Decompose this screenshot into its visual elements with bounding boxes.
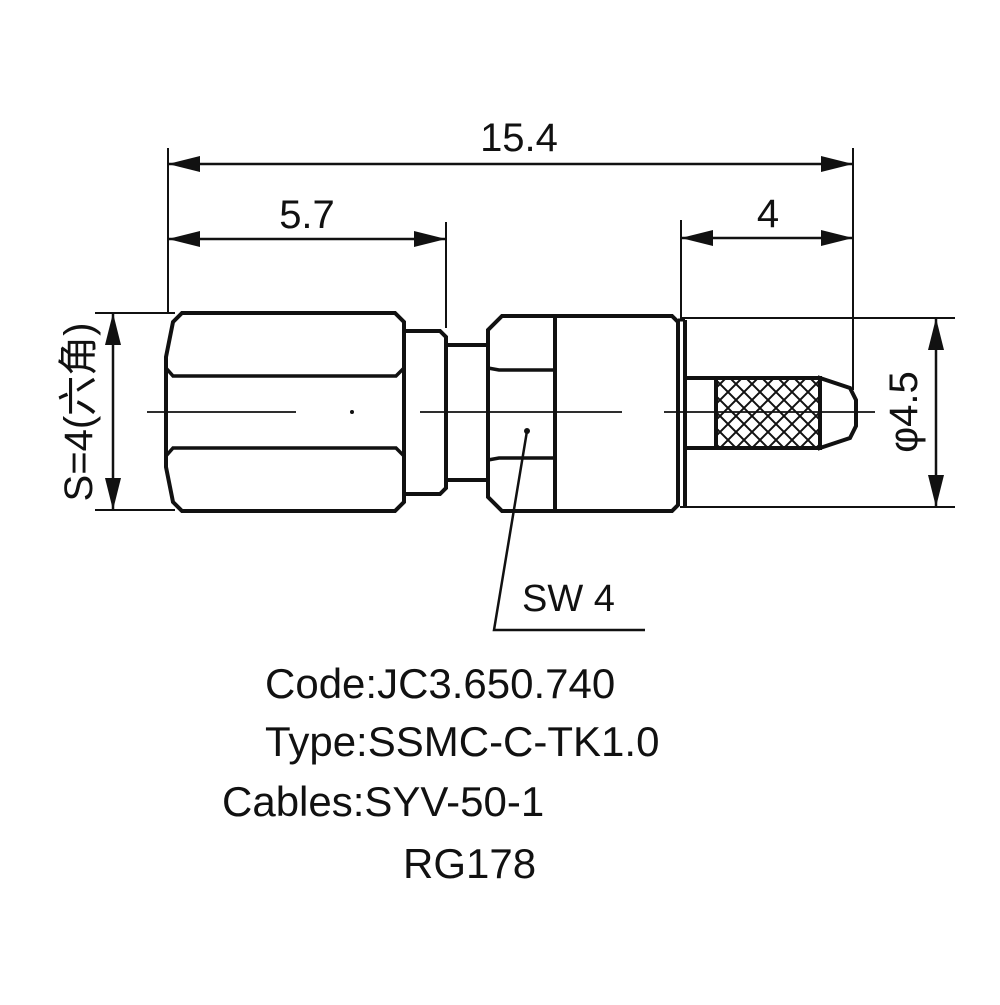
centerline — [147, 410, 875, 414]
hex-flat-line-top — [164, 366, 406, 378]
leader-line — [492, 430, 645, 632]
main-body — [553, 314, 680, 513]
arrow-right — [821, 156, 853, 172]
sleeve-tip — [818, 375, 858, 451]
dim-hex-label: S=4(六角) — [57, 323, 101, 502]
arrow-left — [168, 156, 200, 172]
knurled-sleeve — [714, 376, 822, 450]
dimension-nut: 5.7 — [168, 193, 447, 328]
hex-flat-line-bottom — [164, 446, 406, 458]
wrench-callout: SW 4 — [492, 428, 645, 632]
body-hex-flat-bottom — [487, 456, 555, 462]
arrow-down — [928, 475, 944, 507]
spec-code: Code:JC3.650.740 — [265, 660, 615, 707]
wrench-size-label: SW 4 — [522, 578, 615, 620]
spec-cables-alt: RG178 — [403, 840, 536, 887]
body-hex-flat-top — [487, 366, 555, 372]
arrow-down — [105, 478, 121, 510]
arrow-up — [928, 318, 944, 350]
spec-block: Code:JC3.650.740 Type:SSMC-C-TK1.0 Cable… — [222, 660, 659, 887]
dimension-diameter: φ4.5 — [680, 317, 955, 508]
dimension-hex: S=4(六角) — [57, 312, 175, 511]
dimension-pin: 4 — [680, 192, 853, 318]
arrow-left — [681, 230, 713, 246]
ferrule-base — [683, 376, 718, 450]
arrow-right — [821, 230, 853, 246]
dim-nut-label: 5.7 — [279, 193, 335, 237]
arrow-right — [414, 231, 446, 247]
dim-overall-label: 15.4 — [480, 116, 558, 160]
dim-pin-label: 4 — [757, 192, 779, 236]
body-hex — [486, 314, 557, 513]
spec-cables: Cables:SYV-50-1 — [222, 778, 544, 825]
arrow-up — [105, 313, 121, 345]
centerline-dot — [350, 410, 354, 414]
dim-diameter-label: φ4.5 — [882, 371, 926, 453]
arrow-left — [168, 231, 200, 247]
spec-type: Type:SSMC-C-TK1.0 — [265, 718, 659, 765]
dimension-overall: 15.4 — [167, 116, 854, 390]
